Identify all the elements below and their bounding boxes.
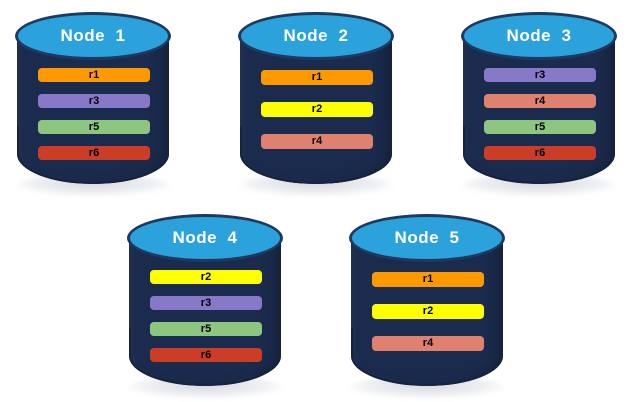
replica-bar[interactable]: r1 — [38, 68, 150, 82]
replica-bar[interactable]: r3 — [150, 296, 262, 310]
cylinder-bottom-edge — [129, 328, 281, 386]
cylinder-top-ellipse — [15, 12, 171, 60]
cylinder-bottom-edge — [351, 328, 503, 386]
node-3[interactable]: Node 3 r3 r4 r5 r6 — [454, 6, 624, 196]
node-4[interactable]: Node 4 r2 r3 r5 r6 — [120, 208, 290, 398]
cylinder-top-ellipse — [461, 12, 617, 60]
replica-bar[interactable]: r6 — [150, 348, 262, 362]
replica-bar[interactable]: r3 — [38, 94, 150, 108]
node-1[interactable]: Node 1 r1 r3 r5 r6 — [8, 6, 178, 196]
cylinder-bottom-edge — [463, 126, 615, 184]
node-2[interactable]: Node 2 r1 r2 r4 — [231, 6, 401, 196]
node-label: Node 1 — [60, 26, 126, 45]
replica-list: r3 r4 r5 r6 — [454, 6, 624, 192]
node-5[interactable]: Node 5 r1 r2 r4 — [342, 208, 512, 398]
replica-list: r1 r2 r4 — [342, 208, 512, 394]
replica-bar[interactable]: r4 — [372, 336, 484, 351]
replica-bar[interactable]: r5 — [38, 120, 150, 134]
cylinder-top-ellipse — [349, 214, 505, 262]
replica-bar[interactable]: r2 — [372, 304, 484, 319]
replica-bar[interactable]: r6 — [38, 146, 150, 160]
replica-bar[interactable]: r5 — [150, 322, 262, 336]
replica-list: r1 r2 r4 — [231, 6, 401, 192]
cylinder-top-ellipse — [127, 214, 283, 262]
replica-bar[interactable]: r4 — [261, 134, 373, 149]
replica-bar[interactable]: r2 — [150, 270, 262, 284]
node-label: Node 5 — [394, 228, 460, 247]
node-label: Node 4 — [172, 228, 238, 247]
cylinder-top-ellipse — [238, 12, 394, 60]
replica-bar[interactable]: r3 — [484, 68, 596, 82]
replica-list: r2 r3 r5 r6 — [120, 208, 290, 394]
node-label: Node 2 — [283, 26, 349, 45]
replica-bar[interactable]: r4 — [484, 94, 596, 108]
cylinder-bottom-edge — [17, 126, 169, 184]
replica-bar[interactable]: r1 — [372, 272, 484, 287]
replica-bar[interactable]: r6 — [484, 146, 596, 160]
cylinder-bottom-edge — [240, 126, 392, 184]
replica-bar[interactable]: r1 — [261, 70, 373, 85]
replica-bar[interactable]: r2 — [261, 102, 373, 117]
replica-list: r1 r3 r5 r6 — [8, 6, 178, 192]
node-label: Node 3 — [506, 26, 572, 45]
replica-bar[interactable]: r5 — [484, 120, 596, 134]
